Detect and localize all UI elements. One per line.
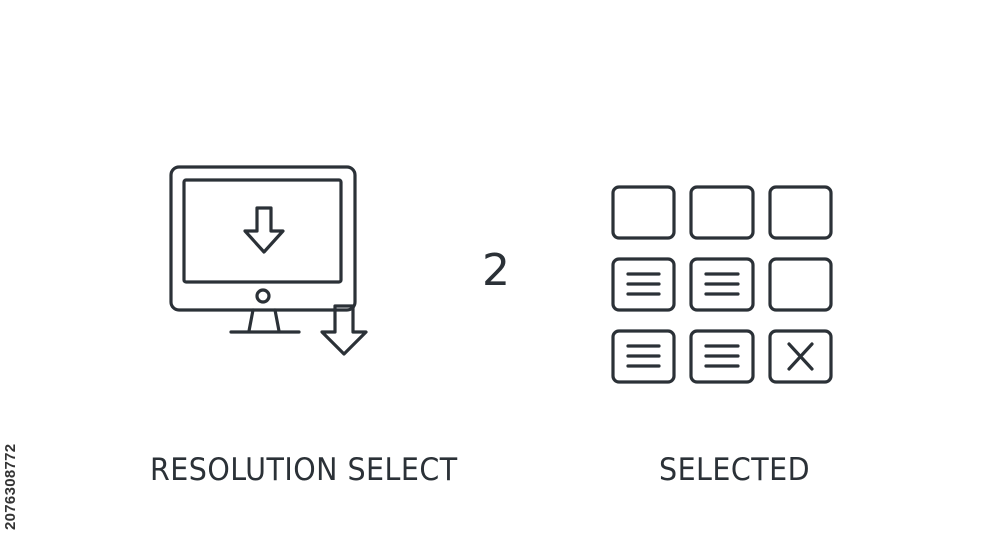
resolution-select-label: RESOLUTION SELECT	[150, 452, 458, 488]
stock-id-text: 2076308772	[2, 443, 19, 530]
monitor-download-icon	[165, 160, 375, 360]
grid-selected-icon	[608, 182, 838, 388]
item-number: 2	[482, 245, 510, 296]
selected-label: SELECTED	[659, 452, 811, 488]
